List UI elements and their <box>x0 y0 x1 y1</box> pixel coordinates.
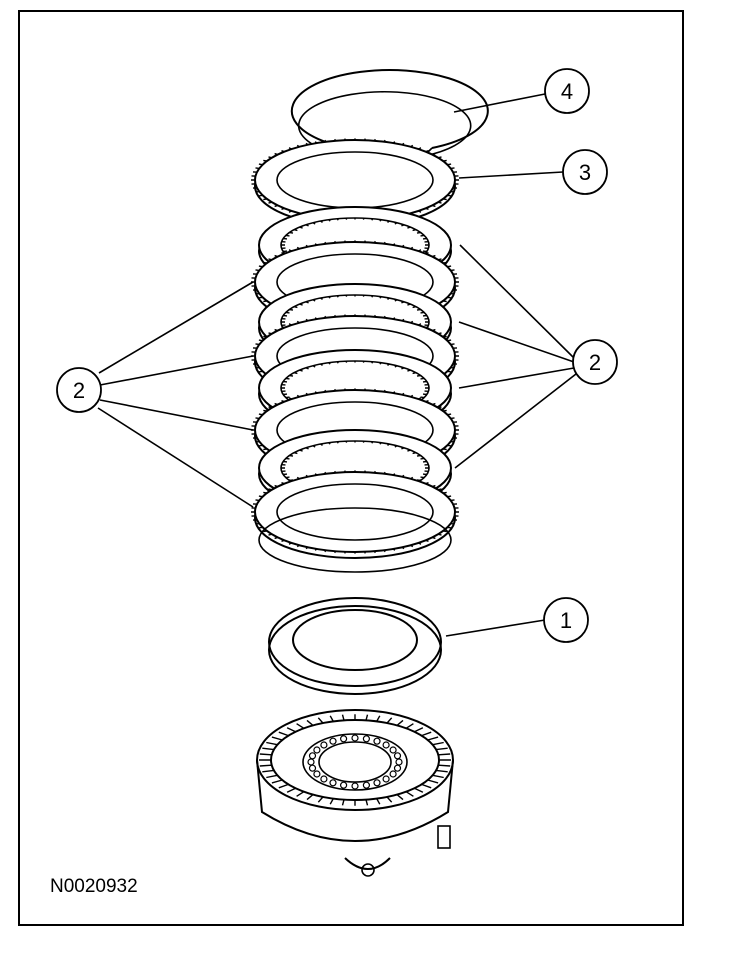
bearing-roller <box>393 764 402 772</box>
callout-number: 2 <box>73 378 85 403</box>
bearing-roller <box>393 752 402 760</box>
callout-1: 1 <box>543 597 589 643</box>
leader-line <box>97 407 254 508</box>
bearing-roller <box>320 775 328 783</box>
leader-line <box>459 244 575 359</box>
callout-number: 1 <box>560 608 572 633</box>
bearing-roller <box>362 781 370 789</box>
drum-lug-hole <box>361 863 375 877</box>
bearing-roller <box>373 737 381 745</box>
bearing-roller <box>382 775 390 783</box>
callout-number: 3 <box>579 160 591 185</box>
bearing-roller <box>308 752 317 760</box>
drum-top-outer <box>256 709 454 811</box>
bearing-roller <box>382 741 390 749</box>
bearing-roller <box>362 735 370 743</box>
bearing-roller <box>313 770 321 778</box>
bearing-roller <box>329 779 337 787</box>
spring-inner <box>292 609 418 671</box>
leader-line <box>99 355 254 386</box>
leader-line <box>453 93 546 113</box>
bearing-roller <box>373 779 381 787</box>
spring-edge <box>268 605 442 695</box>
leader-line <box>454 373 577 469</box>
bearing-roller <box>313 746 321 754</box>
callout-number: 4 <box>561 79 573 104</box>
parts-group <box>251 69 489 877</box>
bearing-bore <box>318 741 392 783</box>
bearing-roller <box>329 737 337 745</box>
figure-id-label: N0020932 <box>50 876 138 897</box>
leader-line <box>98 281 254 374</box>
callout-2-left: 2 <box>56 367 102 413</box>
callout-3: 3 <box>562 149 608 195</box>
diagram-frame <box>18 10 684 926</box>
steel-plate-inner <box>276 483 434 541</box>
leader-line <box>458 321 575 363</box>
bearing-roller <box>340 735 348 743</box>
drum-tab <box>437 825 451 849</box>
stack-base-ring <box>258 507 452 573</box>
bearing-roller <box>389 746 397 754</box>
drum-splines <box>259 714 451 806</box>
bearing-roller <box>340 781 348 789</box>
bearing-roller <box>320 741 328 749</box>
leader-line <box>99 399 254 431</box>
callout-2-right: 2 <box>572 339 618 385</box>
bearing-roller <box>389 770 397 778</box>
callout-number: 2 <box>589 350 601 375</box>
spring-outer <box>268 597 442 687</box>
bearing-roller <box>351 782 359 790</box>
bearing-cage <box>302 733 408 791</box>
drum-lug <box>344 857 391 870</box>
leader-line <box>445 619 546 637</box>
drum-shell <box>256 759 454 842</box>
plate-outer-teeth <box>251 470 459 554</box>
leader-line <box>458 171 564 179</box>
leader-line <box>458 367 575 389</box>
bearing-roller <box>351 734 359 742</box>
leader-lines <box>97 93 577 637</box>
callout-4: 4 <box>544 68 590 114</box>
